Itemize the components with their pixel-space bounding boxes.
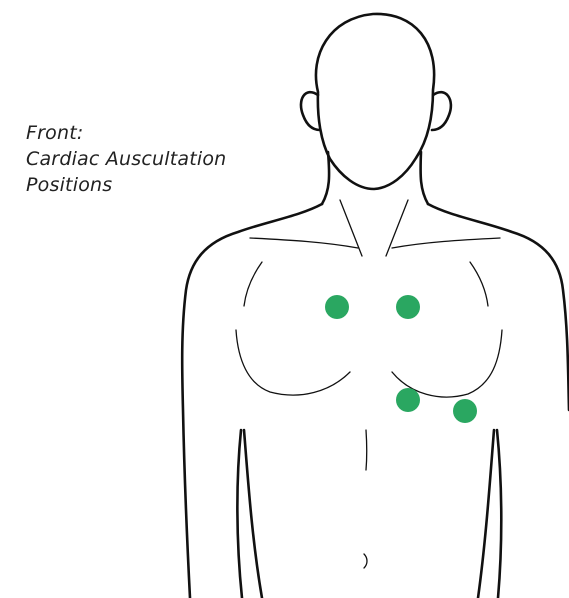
right-ear — [432, 92, 451, 130]
left-deltoid-line — [244, 262, 262, 306]
left-pectoral — [236, 330, 350, 395]
right-shoulder-arm — [428, 204, 569, 410]
neck-left — [322, 152, 329, 204]
left-shoulder-arm — [182, 204, 322, 598]
tricuspid-area-marker[interactable] — [396, 388, 420, 412]
left-clavicle — [250, 238, 358, 248]
navel — [364, 554, 367, 568]
right-pectoral — [392, 330, 502, 397]
aortic-area-marker[interactable] — [325, 295, 349, 319]
pulmonic-area-marker[interactable] — [396, 295, 420, 319]
abdomen-line — [366, 430, 367, 470]
right-deltoid-line — [470, 262, 488, 306]
neck-right — [421, 152, 428, 204]
left-inner-arm — [237, 430, 242, 598]
left-torso-side — [244, 430, 262, 598]
left-neck-muscle — [340, 200, 362, 256]
mitral-area-marker[interactable] — [453, 399, 477, 423]
head-outline — [316, 14, 434, 189]
right-inner-arm — [497, 430, 501, 598]
right-torso-side — [478, 430, 494, 598]
right-clavicle — [392, 238, 500, 248]
